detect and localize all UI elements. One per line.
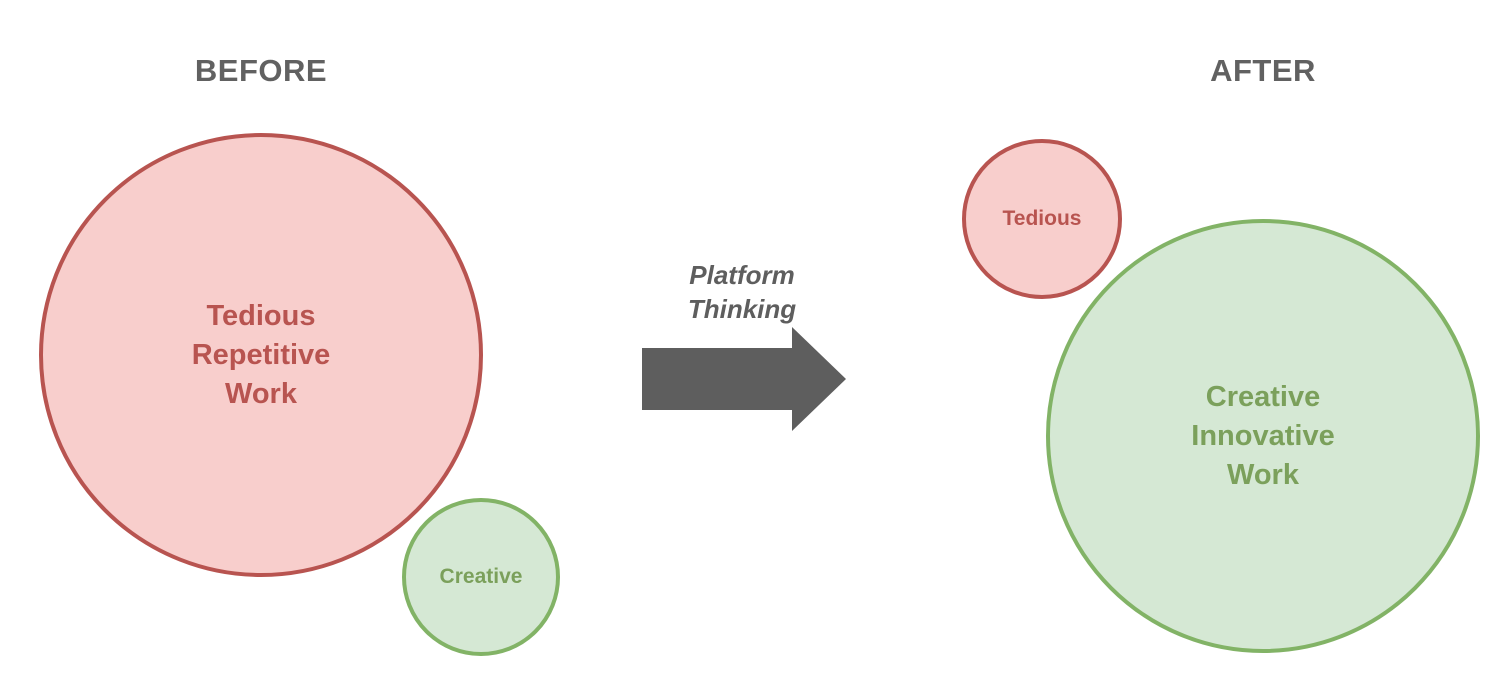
before-tedious-work-circle: Tedious Repetitive Work	[39, 133, 483, 577]
after-tedious-label: Tedious	[1002, 207, 1082, 230]
transition-arrow-head-icon	[792, 327, 846, 431]
after-tedious-circle: Tedious	[962, 139, 1122, 299]
after-title: AFTER	[1210, 53, 1316, 88]
before-title: BEFORE	[194, 53, 328, 88]
label-line: Tedious	[206, 299, 316, 332]
platform-thinking-label: Platform Thinking	[612, 258, 872, 326]
after-creative-work-circle: Creative Innovative Work	[1046, 219, 1480, 653]
after-creative-work-label: Creative Innovative Work	[1191, 378, 1334, 495]
label-line: Thinking	[687, 294, 797, 324]
label-line: Work	[1227, 458, 1299, 491]
before-tedious-work-label: Tedious Repetitive Work	[192, 297, 331, 414]
label-line: Work	[225, 377, 297, 410]
label-line: Platform	[689, 260, 795, 290]
before-creative-label: Creative	[439, 565, 523, 588]
label-line: Repetitive	[191, 338, 331, 371]
label-line: Innovative	[1191, 419, 1335, 452]
before-creative-circle: Creative	[402, 498, 560, 656]
label-line: Creative	[1205, 380, 1321, 413]
transition-arrow-body	[642, 348, 792, 410]
